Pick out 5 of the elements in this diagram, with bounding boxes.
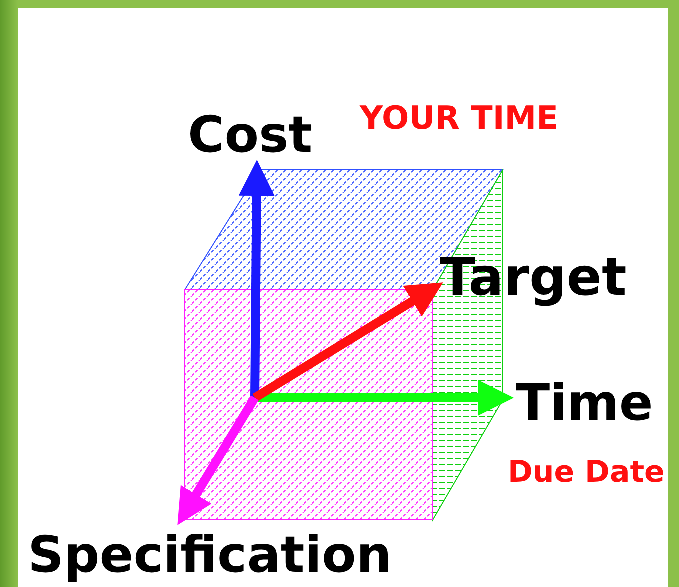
note-text: YOUR TIME <box>360 102 558 134</box>
axis-label: Specification <box>28 530 392 580</box>
note-text: Due Date <box>508 458 665 488</box>
axis-label: Time <box>516 378 654 428</box>
axis-label: Cost <box>188 110 313 160</box>
